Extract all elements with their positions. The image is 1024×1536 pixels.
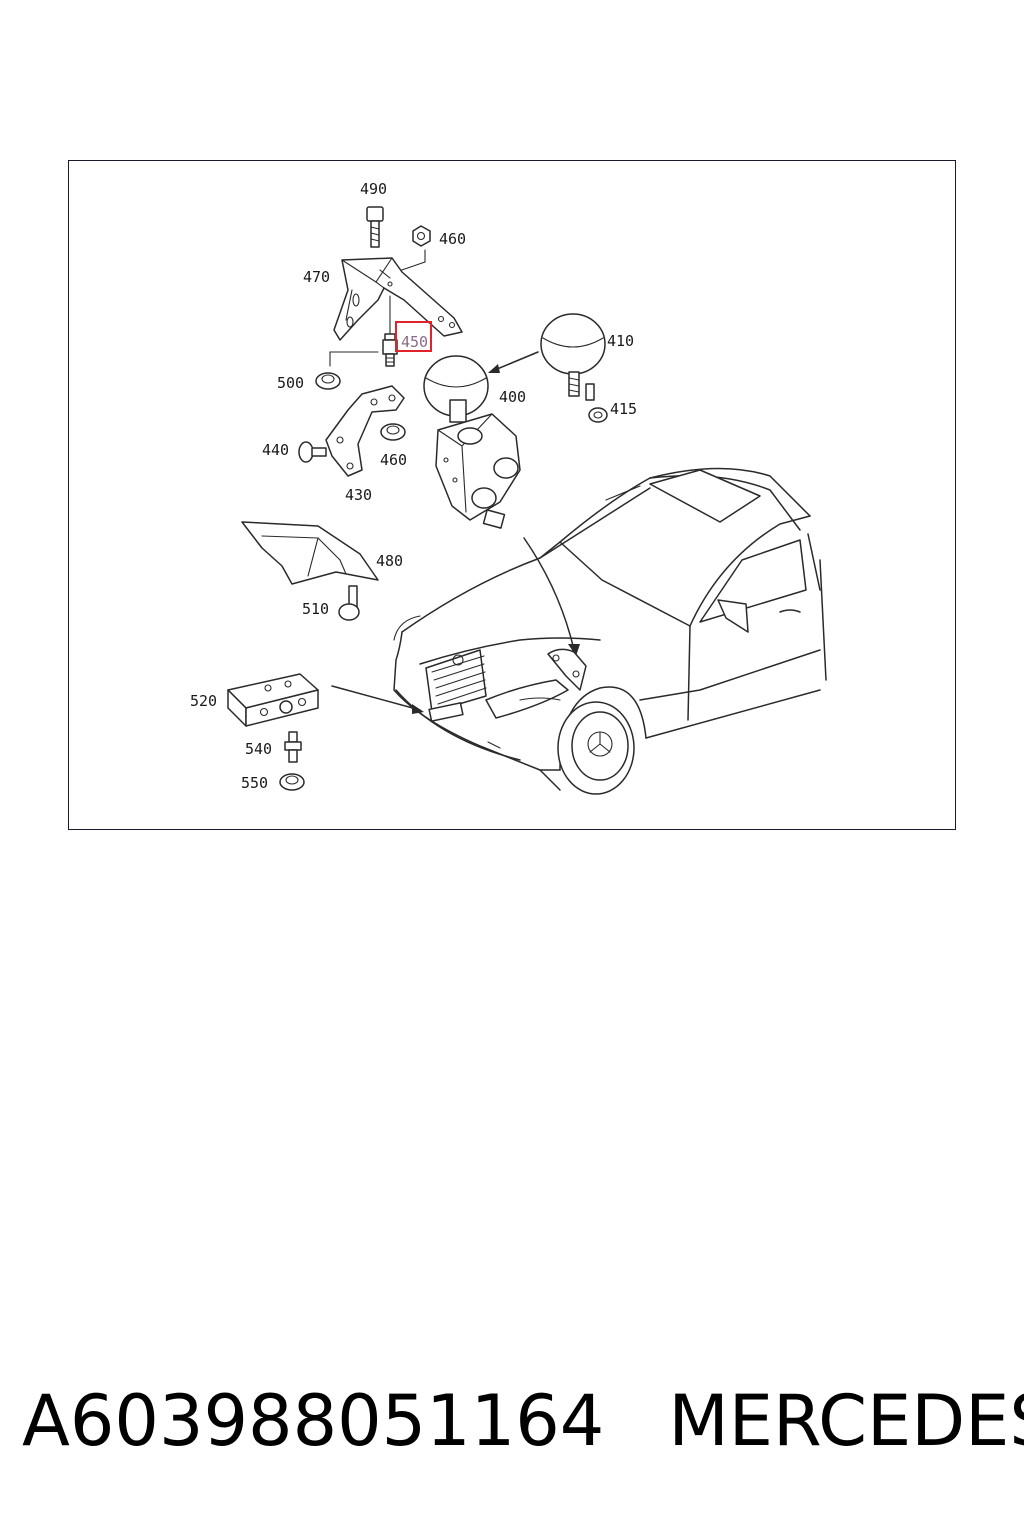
- location-arrow: [523, 537, 580, 656]
- part-415-oring: [588, 407, 608, 423]
- part-460-nut-top: [395, 225, 431, 273]
- part-510-bolt: [338, 585, 360, 621]
- part-430-bracket: [325, 385, 405, 477]
- highlight-box-450: [395, 321, 432, 352]
- part-490-bolt: [366, 206, 384, 248]
- label-400: 400: [499, 388, 526, 406]
- label-415: 415: [610, 400, 637, 418]
- part-410-accumulator: [488, 313, 606, 401]
- part-440-screw: [298, 441, 327, 463]
- part-500-nut: [315, 351, 379, 390]
- part-480-shield: [241, 521, 379, 585]
- part-400-valve-unit: [423, 355, 521, 529]
- part-number: A603988051164: [22, 1380, 605, 1462]
- label-470: 470: [303, 268, 330, 286]
- part-470-bracket: [333, 257, 463, 341]
- label-490: 490: [360, 180, 387, 198]
- label-550: 550: [241, 774, 268, 792]
- diagram-frame: [68, 160, 956, 830]
- footer-caption: A603988051164 MERCEDES: [22, 1376, 1024, 1466]
- label-410: 410: [607, 332, 634, 350]
- label-540: 540: [245, 740, 272, 758]
- label-460-top: 460: [439, 230, 466, 248]
- part-460-nut-lower: [380, 423, 406, 441]
- part-550-nut: [279, 773, 305, 791]
- part-450-sensor: [382, 295, 398, 367]
- label-460-lower: 460: [380, 451, 407, 469]
- label-450: 450: [401, 333, 428, 351]
- label-510: 510: [302, 600, 329, 618]
- part-540-spacer: [284, 731, 302, 763]
- label-520: 520: [190, 692, 217, 710]
- car-illustration: [393, 467, 827, 795]
- label-440: 440: [262, 441, 289, 459]
- label-480: 480: [376, 552, 403, 570]
- brand-name: MERCEDES: [668, 1380, 1024, 1462]
- part-520-block: [227, 673, 424, 727]
- label-500: 500: [277, 374, 304, 392]
- label-430: 430: [345, 486, 372, 504]
